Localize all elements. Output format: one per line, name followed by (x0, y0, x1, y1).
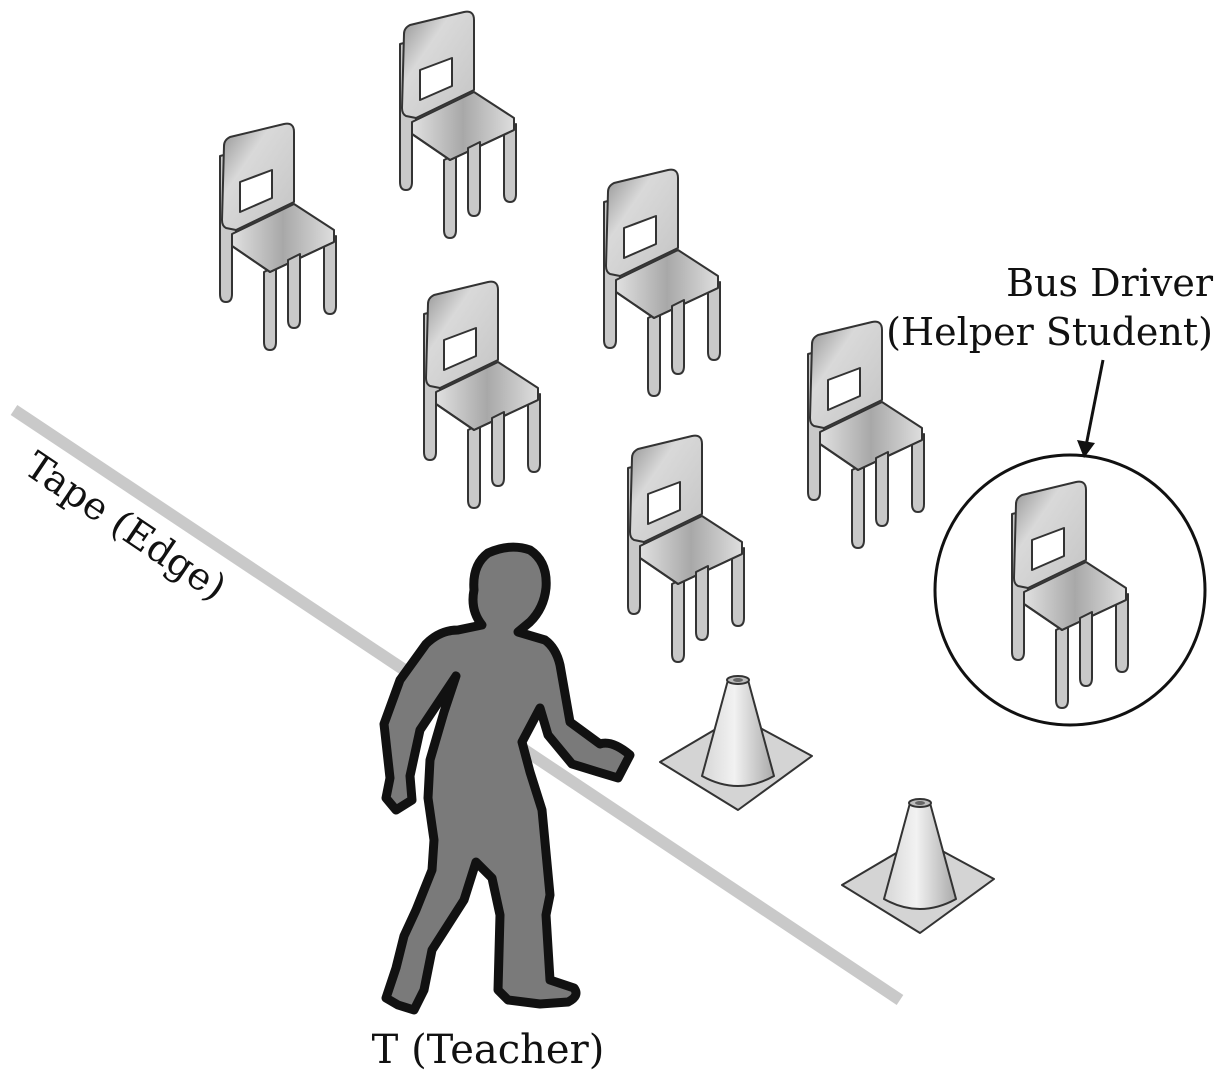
chair-icon (219, 122, 337, 352)
bus-driver-arrow (1084, 359, 1105, 447)
arrowhead-icon (1077, 440, 1095, 458)
traffic-cone-icon (841, 798, 995, 934)
traffic-cone-icon (659, 675, 813, 811)
helper-student-label: (Helper Student) (886, 310, 1213, 354)
chair-icon (627, 434, 745, 663)
teacher-label: T (Teacher) (372, 1027, 605, 1073)
bus-driver-label: Bus Driver (1006, 261, 1214, 305)
tape-label: Tape (Edge) (17, 443, 234, 609)
chair-icon (603, 168, 721, 397)
chair-icon (807, 320, 925, 549)
chair-icon (399, 10, 517, 239)
teacher-figure-icon (379, 542, 635, 1015)
chair-icon (423, 280, 541, 509)
